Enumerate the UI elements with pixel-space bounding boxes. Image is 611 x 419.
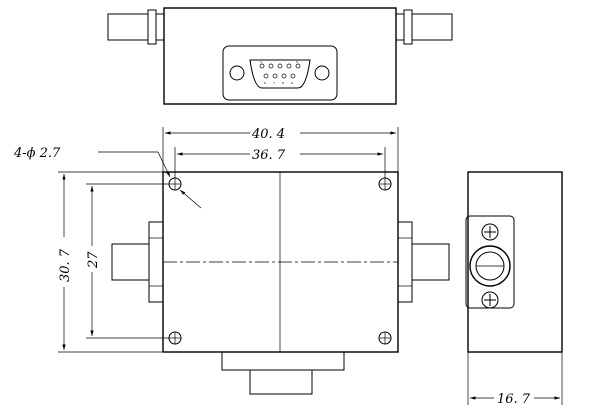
top-left-sma-connector [107,9,165,45]
db9-connector: 1 5 6 7 8 9 [222,45,338,101]
dim-hole-spacing-y-label: 27 [86,251,101,269]
pin-label-1: 1 [260,60,262,64]
side-view: 16. 7 [465,171,563,407]
dim-overall-height: 30. 7 [58,171,163,353]
pin-label-5: 5 [296,60,298,64]
top-right-sma-connector [395,9,453,45]
front-db9-protrusion [221,351,345,395]
pin-label-8: 8 [282,81,284,85]
dim-hole-spacing-x-label: 36. 7 [252,148,286,163]
side-view-body [467,171,563,353]
front-left-sma-connector [111,221,164,303]
screw-icon [481,291,499,309]
pin-label-9: 9 [291,81,293,85]
side-connector-face [469,245,511,287]
screw-icon [481,223,499,241]
pin-label-7: 7 [273,81,275,85]
top-view-body [163,7,397,105]
mounting-hole-top-right [378,177,392,191]
top-view: 1 5 6 7 8 9 [107,7,453,105]
dim-hole-spacing-x: 36. 7 [174,147,386,178]
dim-overall-width: 40. 4 [162,127,399,172]
front-view: 4-ϕ 2.7 40. 4 36. 7 30. 7 [13,127,450,395]
hole-callout: 4-ϕ 2.7 [13,146,202,209]
mounting-hole-bottom-right [378,331,392,345]
dim-overall-height-label: 30. 7 [58,248,73,282]
mounting-hole-bottom-left [168,331,182,345]
dim-side-depth: 16. 7 [467,352,563,407]
pin-label-6: 6 [264,81,266,85]
front-right-sma-connector [397,221,450,303]
dim-side-depth-label: 16. 7 [497,392,531,407]
mounting-hole-top-left [168,177,182,191]
dim-hole-spacing-y: 27 [86,183,169,339]
hole-callout-label: 4-ϕ 2.7 [13,146,61,161]
dim-overall-width-label: 40. 4 [251,127,285,142]
